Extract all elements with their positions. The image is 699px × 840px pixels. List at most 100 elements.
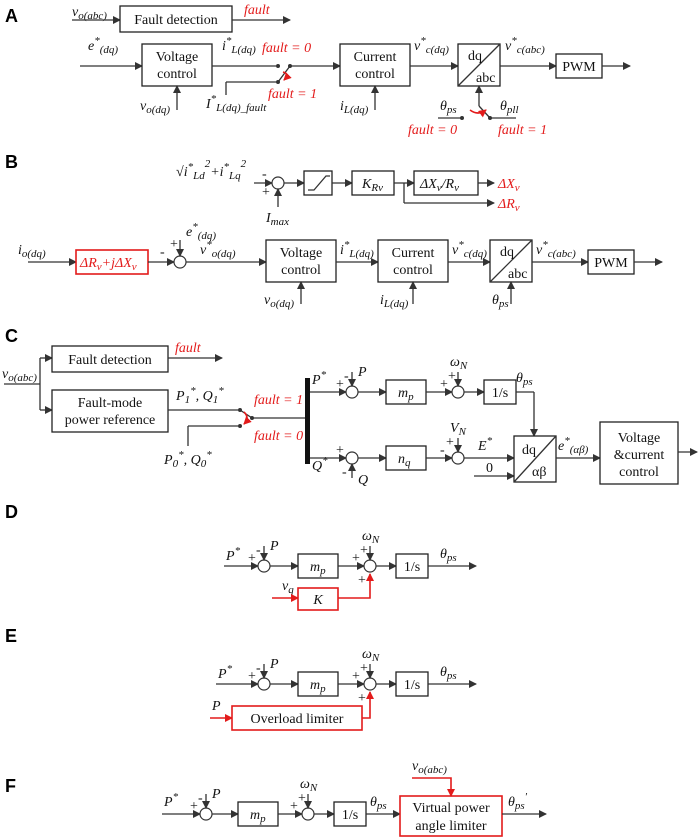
plus-c4: +: [336, 443, 344, 458]
panel-b: B √i*Ld2+i*Lq2 + - Imax KRv ΔXv/Rv ΔXv Δ…: [5, 152, 663, 310]
q-label-c: Q: [358, 473, 368, 488]
p-label-f: P: [211, 787, 221, 802]
fault0-label-a: fault = 0: [262, 41, 311, 56]
fault0-label-a2: fault = 0: [408, 123, 457, 138]
abc-text-b: abc: [508, 267, 527, 282]
fault-mode-text-1: Fault-mode: [78, 396, 143, 411]
virtual-power-angle-limiter-block: [399, 795, 503, 837]
vc-dq-label-b: v*c(dq): [452, 239, 487, 260]
p-star-label-d: P*: [225, 545, 241, 564]
theta-ps-label-a: θps: [440, 99, 457, 116]
fault-signal-c: fault: [175, 341, 202, 356]
plus-e4: +: [358, 691, 366, 706]
vcc-text-3: control: [619, 465, 659, 480]
dxv-rv-block: [413, 170, 479, 196]
theta-pll-label-a: θpll: [500, 99, 519, 116]
panel-e: E P* + - P mp + + + ωN 1/s θps P Overloa…: [5, 626, 477, 731]
fault-detection-block-c: [51, 345, 169, 373]
plus-f2: +: [290, 799, 298, 814]
vcc-text-2: &current: [614, 448, 665, 463]
current-control-text-1: Current: [354, 50, 397, 65]
plus-f1: +: [190, 799, 198, 814]
overload-limiter-block: [231, 705, 363, 731]
theta-ps-label-c: θps: [516, 371, 533, 388]
minus-f1: -: [198, 791, 203, 806]
sum-junction-b2: [173, 255, 187, 269]
vpal-text-1: Virtual power: [412, 801, 490, 816]
mp-text-f: mp: [250, 808, 266, 825]
e-dq-label-b: e*(dq): [186, 221, 216, 242]
virtual-impedance-block: [75, 249, 149, 275]
current-control-text-b1: Current: [392, 246, 435, 261]
vq-label-d: vq: [282, 579, 294, 596]
il-dq-label-a: iL(dq): [340, 99, 369, 116]
p-star-label-c: P*: [311, 369, 327, 388]
vo-abc-label-c: vo(abc): [2, 367, 37, 384]
voltage-control-text-b1: Voltage: [280, 246, 323, 261]
panel-a: A vo(abc) Fault detection fault e*(dq) V…: [5, 3, 631, 138]
panel-b-label: B: [5, 152, 18, 172]
fault0-label-c: fault = 0: [254, 429, 303, 444]
p1-q1-label: P1*, Q1*: [175, 385, 224, 406]
theta-ps-prime-label: θps′: [508, 791, 528, 812]
fault-detection-text-c: Fault detection: [68, 353, 152, 368]
panel-e-label: E: [5, 626, 17, 646]
mp-text-c: mp: [398, 386, 414, 403]
vc-abc-label-a: v*c(abc): [505, 35, 545, 56]
omega-n-label-f: ωN: [300, 777, 318, 794]
krv-text: KRv: [361, 177, 383, 194]
plus-d1: +: [248, 551, 256, 566]
il-ref-label-a: i*L(dq): [222, 35, 256, 56]
plus-c3: +: [448, 369, 456, 384]
mp-block-c: [385, 379, 427, 405]
fault-detection-block: [119, 5, 233, 33]
minus-c1: -: [344, 369, 349, 384]
vc-dq-label-a: v*c(dq): [414, 35, 449, 56]
alpha-beta-text: αβ: [532, 465, 546, 480]
integrator-text-d: 1/s: [404, 560, 420, 575]
vpal-text-2: angle limiter: [415, 819, 486, 834]
vo-abc-label-f: vo(abc): [412, 759, 447, 776]
fault-mode-block: [51, 389, 169, 433]
saturation-block: [303, 170, 333, 196]
mp-block-f: [237, 801, 279, 827]
voltage-control-block-b: [265, 239, 337, 283]
pwm-block-a: [555, 53, 603, 79]
panel-a-label: A: [5, 6, 18, 26]
sum-junction-c1: [345, 385, 359, 399]
theta-ps-label-d: θps: [440, 547, 457, 564]
v-n-label-c: VN: [450, 421, 467, 438]
sum-junction-e2: [363, 677, 377, 691]
p-label-d: P: [269, 539, 279, 554]
plus-d3: +: [360, 543, 368, 558]
krv-block: [351, 170, 395, 196]
current-control-text-2: control: [355, 67, 395, 82]
vc-abc-label-b: v*c(abc): [536, 239, 576, 260]
imax-label: Imax: [265, 211, 289, 228]
minus-c3: -: [440, 443, 445, 458]
e-dq-ref-label: e*(dq): [88, 35, 118, 56]
io-dq-label: io(dq): [18, 243, 46, 260]
vo-dq-label-b: vo(dq): [264, 293, 294, 310]
integrator-block-d: [395, 553, 429, 579]
theta-ps-label-e: θps: [440, 665, 457, 682]
minus-b2: -: [160, 245, 165, 260]
plus-c2: +: [440, 377, 448, 392]
sum-junction-c3: [345, 451, 359, 465]
il-dq-label-b: iL(dq): [380, 293, 409, 310]
sum-junction-b1: [271, 176, 285, 190]
current-control-block-a: [339, 43, 411, 87]
fault-signal-label: fault: [244, 3, 271, 18]
minus-c2: -: [342, 465, 347, 480]
e-ab-label-c: e*(αβ): [558, 435, 589, 456]
il-fault-label: I*L(dq)_fault: [205, 93, 267, 114]
vo-dq-label-a: vo(dq): [140, 99, 170, 116]
voltage-control-text-2: control: [157, 67, 197, 82]
delta-xv-label: ΔXv: [497, 177, 520, 194]
omega-n-label-e: ωN: [362, 647, 380, 664]
sum-junction-e1: [257, 677, 271, 691]
omega-n-label-d: ωN: [362, 529, 380, 546]
panel-f-label: F: [5, 776, 16, 796]
e-star-label-c: E*: [477, 435, 493, 454]
q-star-label-c: Q*: [312, 455, 328, 474]
